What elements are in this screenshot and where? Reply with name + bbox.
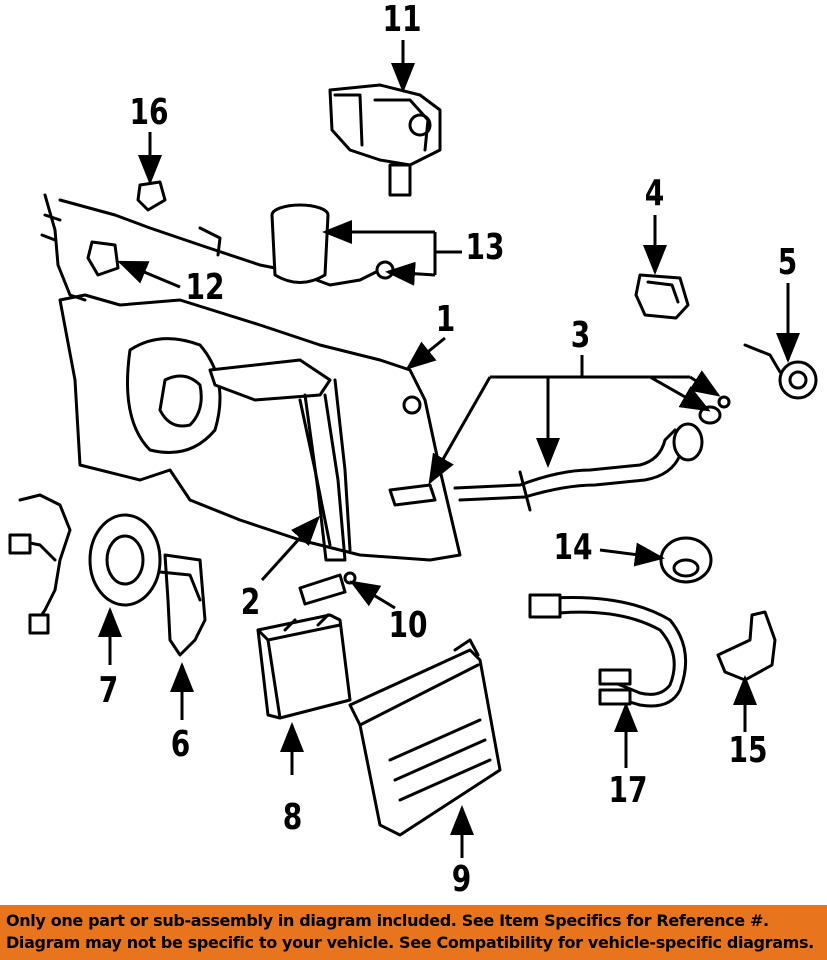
callout-3: 3 [570,315,591,356]
callout-11: 11 [382,0,422,40]
disclaimer-banner: Only one part or sub-assembly in diagram… [0,905,827,960]
purge-valve [298,571,357,606]
fitting [136,180,167,212]
tank-strap [303,393,347,562]
callout-17: 17 [608,770,648,811]
callout-14: 14 [553,527,593,568]
callout-2: 2 [240,582,261,623]
callout-1: 1 [435,299,456,340]
callout-12: 12 [185,267,225,308]
fuel-pump [8,493,162,635]
tube-assembly [528,593,688,708]
fuel-tank [58,293,462,562]
vapor-canister [256,613,352,720]
callout-13: 13 [465,227,505,268]
filler-pipe [388,395,731,512]
callout-7: 7 [98,670,119,711]
vapor-valve [328,83,442,197]
fuel-cap [634,273,690,320]
disclaimer-line-2: Diagram may not be specific to your vehi… [6,933,814,952]
callout-6: 6 [170,724,191,765]
leader-lines [98,40,800,858]
sender-bracket [138,553,207,657]
check-valve [659,536,713,584]
callout-5: 5 [777,242,798,283]
callout-10: 10 [388,605,428,646]
sensor [743,343,818,400]
callout-4: 4 [644,173,665,214]
control-module [348,638,502,837]
callout-15: 15 [728,730,768,771]
connector [86,240,120,277]
callout-8: 8 [282,797,303,838]
callout-16: 16 [129,92,169,133]
mounting-bracket [716,610,777,682]
disclaimer-line-1: Only one part or sub-assembly in diagram… [6,911,769,930]
parts-diagram [8,40,818,858]
callout-9: 9 [451,859,472,900]
